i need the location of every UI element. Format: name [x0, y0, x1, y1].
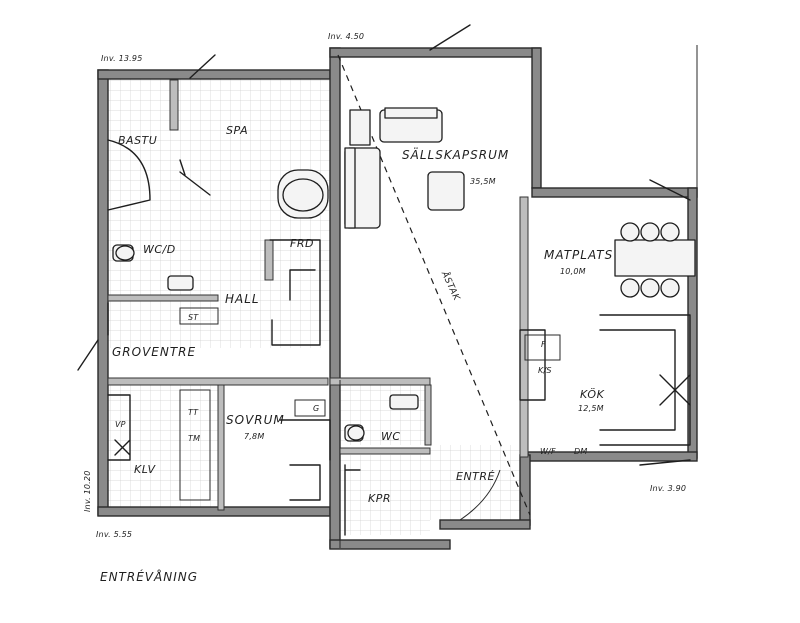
tiled-floor-kpr: [340, 455, 430, 535]
label-wc-d: WC/D: [143, 243, 176, 256]
label-g: G: [313, 404, 320, 413]
label-klv: KLV: [134, 463, 156, 476]
label-st: ST: [188, 313, 199, 322]
level-inv-1395: Inv. 13.95: [101, 54, 143, 63]
level-ticks: [77, 24, 698, 466]
label-f: F: [541, 340, 546, 349]
label-sallskapsrum: SÄLLSKAPSRUM: [402, 148, 510, 162]
label-spa: SPA: [226, 124, 249, 137]
label-matplats-area: 10,0M: [560, 267, 586, 276]
floor-name: ENTRÉVÅNING: [100, 570, 199, 584]
label-sovrum: SOVRUM: [226, 413, 285, 427]
label-sovrum-area: 7,8M: [244, 432, 265, 441]
kitchen-counter: [599, 314, 691, 446]
level-inv-1020: Inv. 10.20: [83, 470, 92, 513]
tiled-floor-entre: [430, 445, 525, 520]
label-groventre: GROVENTRE: [112, 345, 197, 359]
label-kpr: KPR: [368, 492, 391, 505]
label-kok-area: 12,5M: [578, 404, 604, 413]
level-inv-450: Inv. 4.50: [328, 32, 365, 41]
interior-walls: [107, 79, 529, 511]
dining-chairs: [620, 222, 680, 298]
exterior-walls: [97, 47, 698, 550]
label-vp: VP: [115, 420, 126, 429]
label-hall: HALL: [225, 292, 260, 306]
label-tt: TT: [188, 408, 199, 417]
label-wf: W/F: [540, 447, 556, 456]
label-bastu: BASTU: [118, 134, 158, 147]
label-ks: K/S: [538, 366, 552, 375]
level-inv-390: Inv. 3.90: [650, 484, 687, 493]
tiled-floor-bedroom-closet: [108, 385, 218, 507]
label-sallskapsrum-area: 35,5M: [470, 177, 496, 186]
label-entre: ENTRÉ: [456, 470, 495, 483]
label-dm: DM: [574, 447, 588, 456]
label-wc: WC: [381, 430, 401, 443]
label-tm: TM: [188, 434, 201, 443]
level-inv-555: Inv. 5.55: [96, 530, 133, 539]
label-matplats: MATPLATS: [544, 248, 614, 262]
label-kok: KÖK: [580, 388, 605, 401]
label-frd: FRD: [290, 237, 314, 250]
dining-table: [614, 239, 696, 277]
armchair: [427, 171, 465, 211]
